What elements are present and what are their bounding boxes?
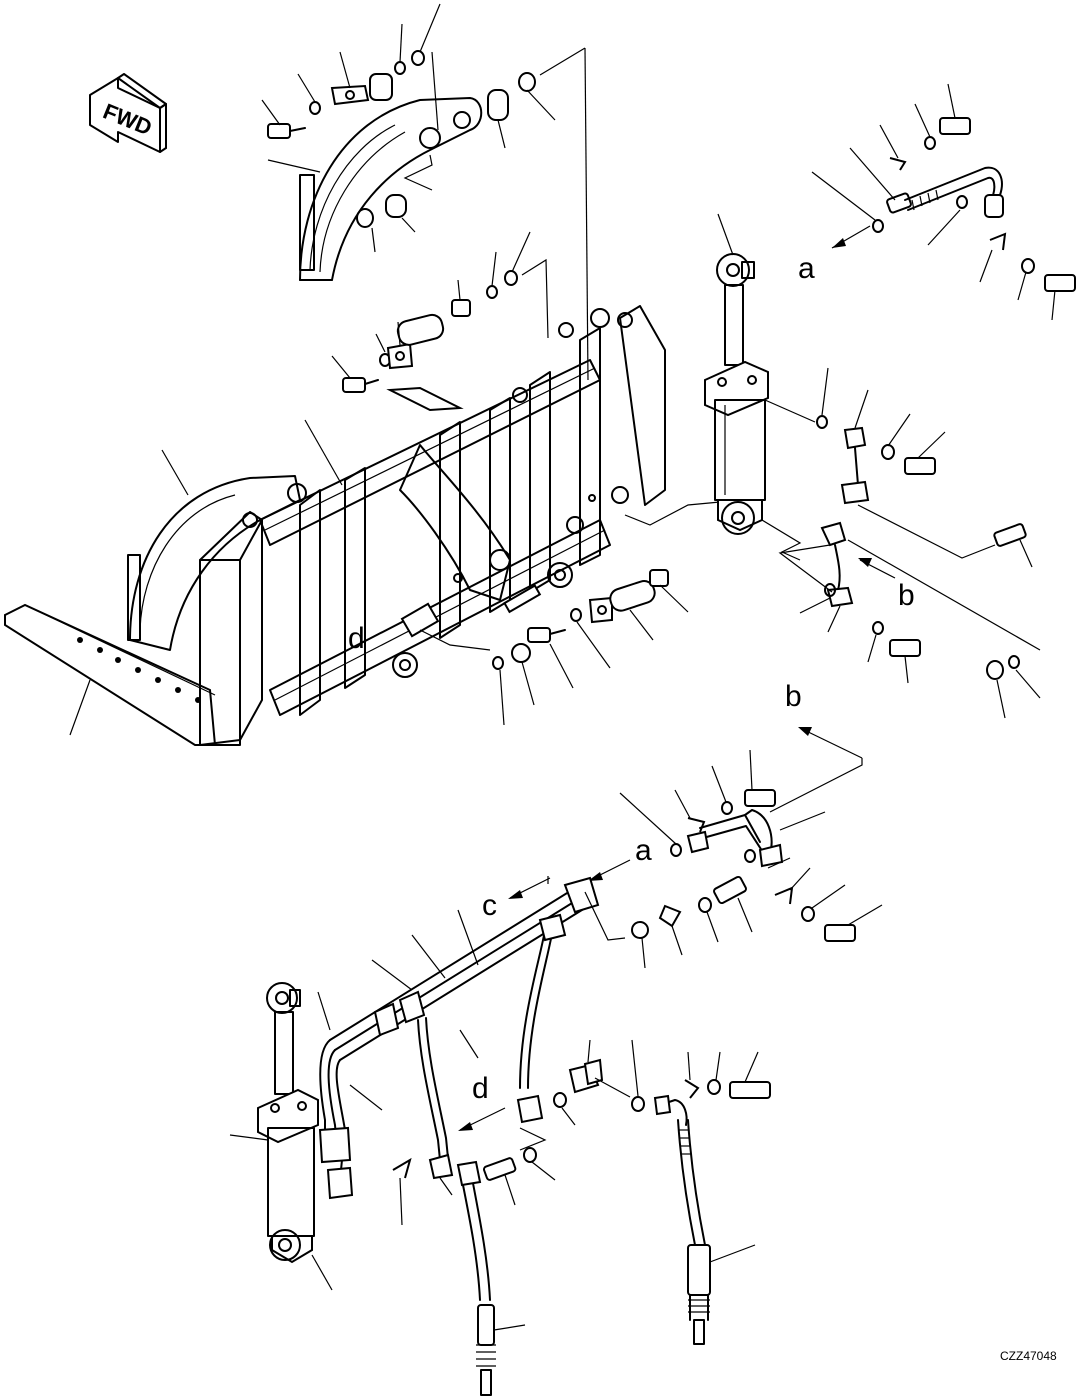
arrow-a-lower-head [588, 872, 603, 881]
arrow-b-lower-head [798, 727, 812, 736]
frame-leader-lines [69, 419, 721, 736]
blade-holes [77, 637, 201, 703]
callout-b-upper: b [898, 579, 915, 612]
drawing-code: CZZ47048 [1000, 1349, 1057, 1363]
frame-lower-pins [419, 569, 689, 726]
arrow-b-lower [799, 727, 863, 759]
upper-right-hose-assembly [811, 83, 1076, 321]
lower-hydraulic-cylinder [229, 982, 333, 1291]
arrow-c-head [508, 890, 523, 899]
upper-leader-lines [261, 3, 589, 381]
arrow-b-upper-head [858, 558, 872, 567]
callout-a-lower: a [635, 834, 652, 867]
forward-direction-arrow: FWD [89, 73, 167, 153]
callout-a-upper: a [798, 252, 815, 285]
middle-pins-group [331, 231, 549, 393]
arrow-d-lower-head [458, 1122, 473, 1131]
ripper-frame-assembly [4, 305, 666, 746]
hose-ribs-right [679, 1129, 692, 1155]
upper-pins-group [267, 50, 536, 228]
callout-c: c [482, 889, 497, 922]
upper-ripper-shank [299, 97, 483, 281]
upper-hydraulic-cylinder [704, 213, 829, 561]
lower-tube-leaders [317, 891, 626, 1111]
lower-tube-bundle [318, 876, 600, 1200]
callout-d-lower: d [472, 1072, 489, 1105]
hose-end-ribs-right [688, 1299, 710, 1313]
callout-b-lower: b [785, 680, 802, 713]
lower-center-fittings: d [392, 1039, 771, 1396]
hose-end-ribs-left [476, 1344, 496, 1367]
lower-right-hose-assembly [619, 749, 883, 969]
leader-b-lower [769, 758, 863, 813]
fwd-label: FWD [100, 98, 156, 140]
link-plates [299, 305, 666, 716]
arrow-a-upper-head [832, 238, 846, 248]
upper-bracket-tube-b [778, 389, 1041, 719]
callout-d-upper: d [348, 622, 365, 655]
tube-ribs [911, 189, 939, 211]
